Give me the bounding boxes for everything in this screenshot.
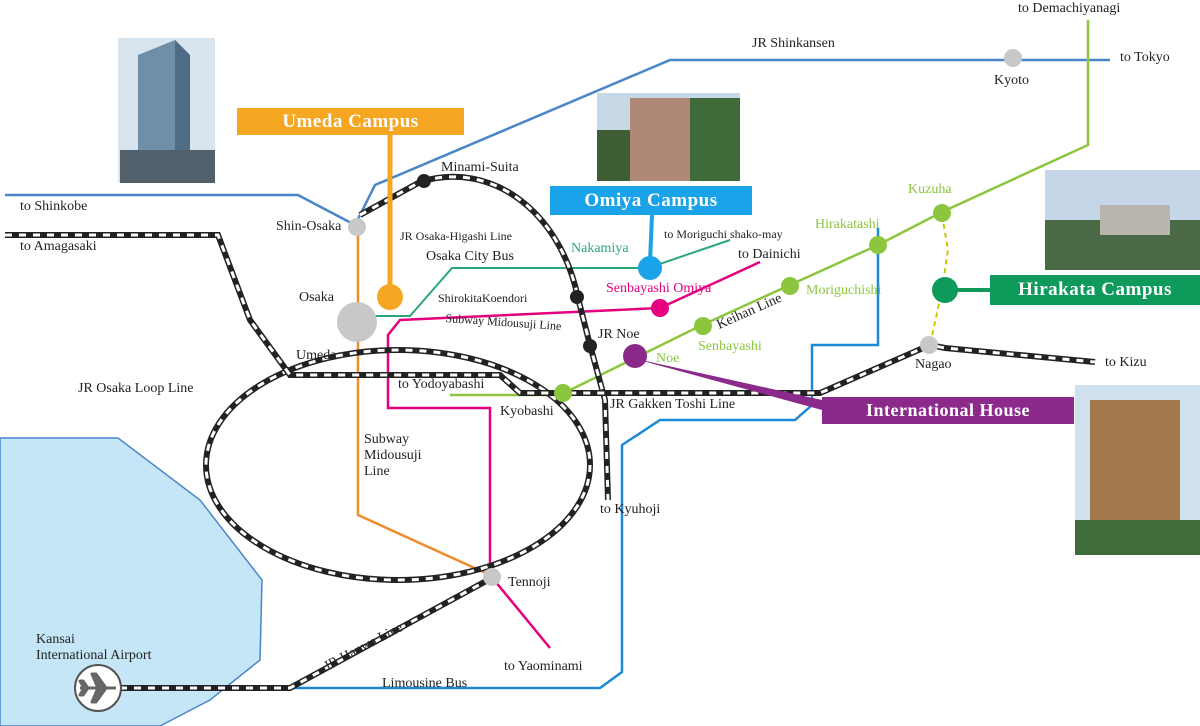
- noe-label: Noe: [656, 351, 680, 366]
- station-kyoto[interactable]: [1004, 49, 1022, 67]
- station-umeda-campus[interactable]: [377, 284, 403, 310]
- jr-hanwa-line: [120, 577, 490, 691]
- to-amagasaki-label: to Amagasaki: [20, 239, 97, 254]
- hirakata-campus-label[interactable]: Hirakata Campus: [990, 275, 1200, 305]
- to-shinkobe-label: to Shinkobe: [20, 199, 88, 214]
- omiya-building-photo: [597, 93, 740, 181]
- airplane-icon[interactable]: [74, 664, 122, 712]
- station-hirakatashi[interactable]: [869, 236, 887, 254]
- station-kuzuha[interactable]: [933, 204, 951, 222]
- omiya-campus-label[interactable]: Omiya Campus: [550, 186, 752, 215]
- jr-shinkansen-line: [5, 58, 1110, 227]
- to-yaominami-label: to Yaominami: [504, 659, 583, 674]
- station-osaka[interactable]: [337, 302, 377, 342]
- ih-leader: [632, 358, 822, 410]
- osaka-bay: [0, 437, 263, 726]
- subway-midousuji-vertical-label: Subway Midousuji Line: [364, 432, 422, 480]
- keihan-line: [450, 20, 1090, 397]
- to-moriguchi-label: to Moriguchi shako-may: [664, 227, 783, 241]
- subway-midousuji-orange-line: [356, 225, 491, 577]
- jr-noe-label: JR Noe: [598, 327, 640, 342]
- station-jr-noe[interactable]: [583, 339, 597, 353]
- kyoto-label: Kyoto: [994, 73, 1029, 88]
- jr-osaka-loop-label: JR Osaka Loop Line: [78, 381, 194, 396]
- umeda-campus-label[interactable]: Umeda Campus: [237, 108, 464, 135]
- jr-osaka-loop-line: [203, 347, 593, 583]
- limousine-bus-label: Limousine Bus: [382, 676, 468, 691]
- station-moriguchishi[interactable]: [781, 277, 799, 295]
- to-kyuhoji-label: to Kyuhoji: [600, 502, 661, 517]
- hirakatashi-label: Hirakatashi: [815, 217, 880, 232]
- minami-suita-label: Minami-Suita: [441, 160, 519, 175]
- osaka-label: Osaka: [299, 290, 334, 305]
- to-tokyo-label: to Tokyo: [1120, 50, 1170, 65]
- senbayashi-label: Senbayashi: [698, 339, 762, 354]
- moriguchishi-label: Moriguchishi: [806, 283, 882, 298]
- kuzuha-nagao-link: [929, 214, 950, 346]
- kyobashi-label: Kyobashi: [500, 404, 554, 419]
- omiya-leader: [648, 214, 654, 263]
- nagao-label: Nagao: [915, 357, 952, 372]
- limousine-bus-line: [120, 228, 880, 690]
- jr-gakken-toshi-label: JR Gakken Toshi Line: [610, 397, 736, 412]
- station-senbayashi-omiya[interactable]: [651, 299, 669, 317]
- shirokita-label: ShirokitaKoendori: [438, 291, 528, 305]
- umeda-building-photo: [118, 38, 215, 183]
- to-kizu-label: to Kizu: [1105, 355, 1147, 370]
- senbayashi-omiya-label: Senbayashi Omiya: [606, 281, 712, 296]
- station-shin-osaka[interactable]: [348, 218, 366, 236]
- kuzuha-label: Kuzuha: [908, 182, 952, 197]
- umeda-label: Umeda: [296, 348, 337, 363]
- osaka-city-bus-label: Osaka City Bus: [426, 249, 514, 264]
- jr-osaka-higashi-label: JR Osaka-Higashi Line: [400, 229, 512, 243]
- station-minami-suita[interactable]: [417, 174, 431, 188]
- to-demachiyanagi-label: to Demachiyanagi: [1018, 1, 1121, 16]
- shin-osaka-label: Shin-Osaka: [276, 219, 342, 234]
- international-house-photo: [1075, 385, 1200, 555]
- nakamiya-label: Nakamiya: [571, 241, 629, 256]
- to-yodoyabashi-label: to Yodoyabashi: [398, 377, 485, 392]
- international-house-label[interactable]: International House: [822, 397, 1074, 424]
- airport-label: Kansai International Airport: [36, 632, 152, 664]
- hirakata-building-photo: [1045, 170, 1200, 270]
- station-tennoji[interactable]: [483, 568, 501, 586]
- station-senbayashi[interactable]: [694, 317, 712, 335]
- station-noe[interactable]: [623, 344, 647, 368]
- to-dainichi-label: to Dainichi: [738, 247, 801, 262]
- station-hirakata-campus[interactable]: [932, 277, 958, 303]
- station-shirokita[interactable]: [570, 290, 584, 304]
- subway-pink-line: [386, 260, 761, 649]
- tennoji-label: Tennoji: [508, 575, 551, 590]
- jr-shinkansen-label: JR Shinkansen: [752, 36, 835, 51]
- station-kyobashi[interactable]: [554, 384, 572, 402]
- station-nagao[interactable]: [920, 336, 938, 354]
- station-nakamiya[interactable]: [638, 256, 662, 280]
- osaka-city-bus-line: [375, 239, 731, 317]
